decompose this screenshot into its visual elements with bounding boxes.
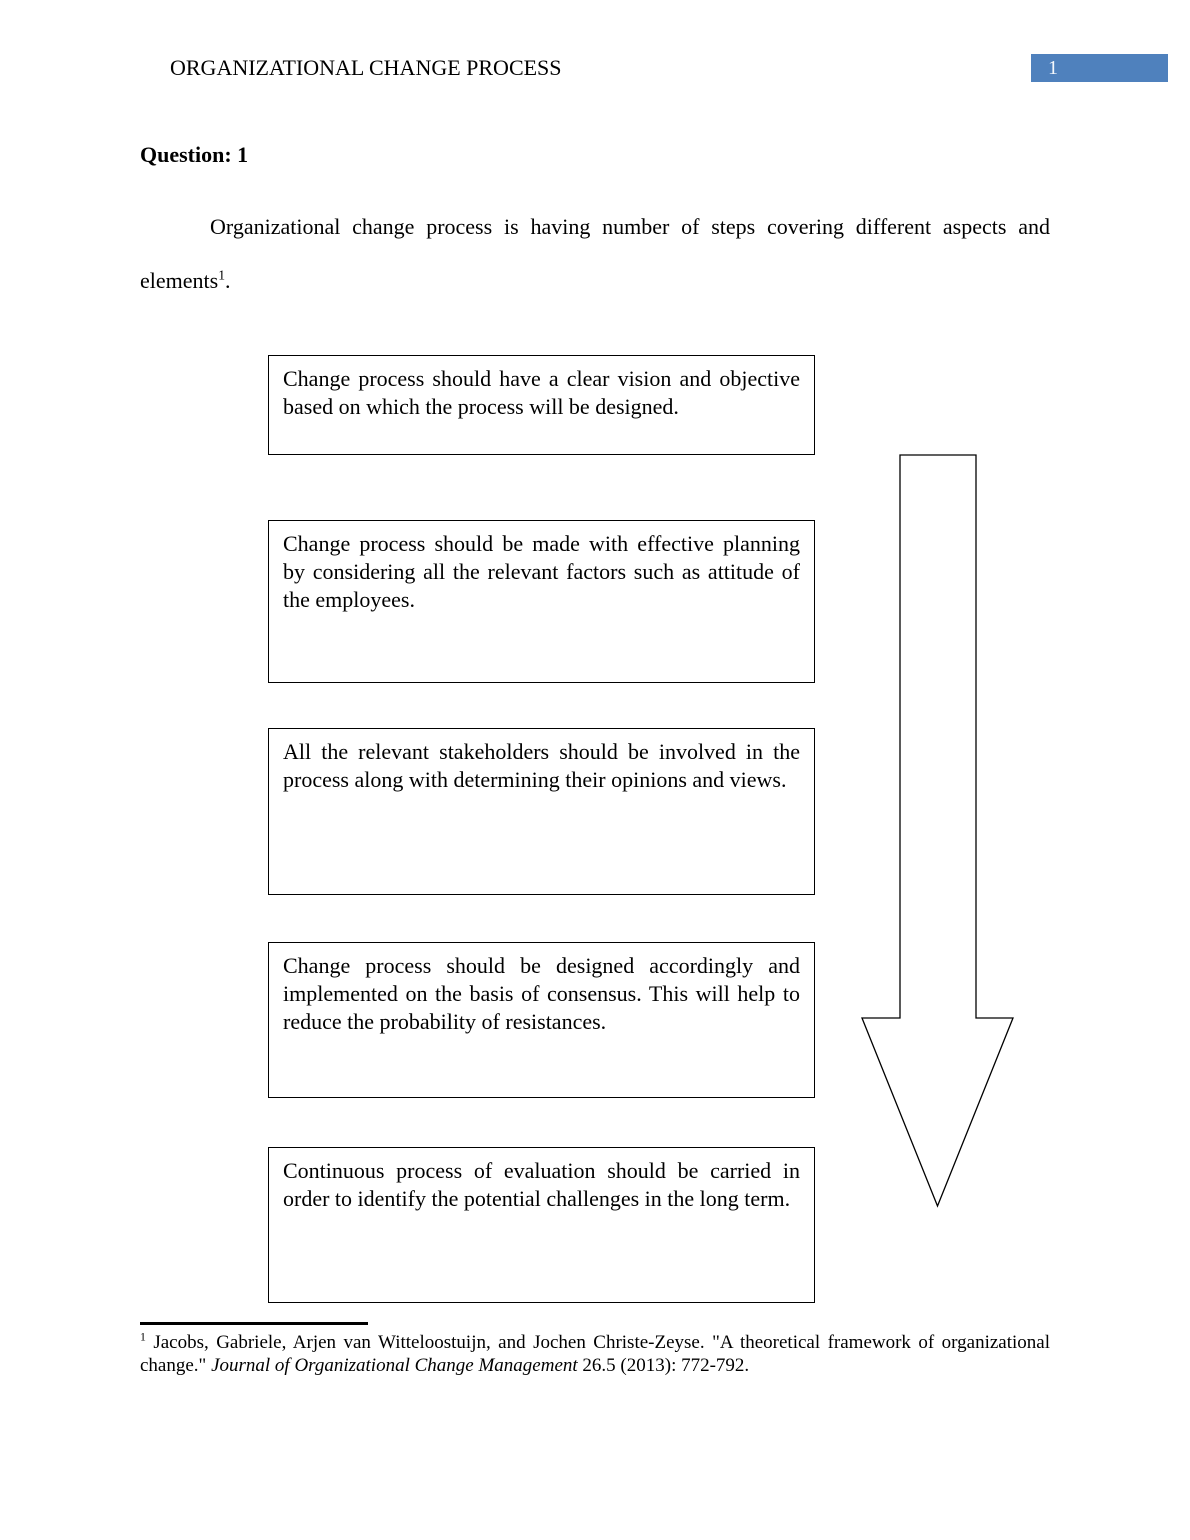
flow-step-box-consensus: Change process should be designed accord… (268, 942, 815, 1098)
footnote-journal-title: Journal of Organizational Change Managem… (211, 1355, 578, 1376)
footnote-citation-start: Jacobs, Gabriele, Arjen van Witteloostui… (140, 1332, 1050, 1376)
intro-period: . (225, 268, 231, 293)
flow-step-box-planning: Change process should be made with effec… (268, 520, 815, 683)
flow-step-box-vision: Change process should have a clear visio… (268, 355, 815, 455)
intro-paragraph-line1: Organizational change process is having … (210, 214, 1050, 239)
running-head-title: ORGANIZATIONAL CHANGE PROCESS (170, 55, 562, 80)
flow-step-box-stakeholders: All the relevant stakeholders should be … (268, 728, 815, 895)
flow-step-box-evaluation: Continuous process of evaluation should … (268, 1147, 815, 1303)
footnote: 1 Jacobs, Gabriele, Arjen van Witteloost… (140, 1331, 1050, 1377)
page-number-badge: 1 (1031, 54, 1168, 82)
page-number: 1 (1048, 57, 1058, 79)
footnote-reference-marker: 1 (218, 267, 226, 283)
footnote-citation-end: 26.5 (2013): 772-792. (577, 1355, 750, 1376)
intro-paragraph-line2: elements1. (140, 267, 231, 295)
intro-word: elements (140, 268, 219, 293)
down-arrow-shape (861, 454, 1014, 1208)
footnote-separator-rule (140, 1322, 368, 1325)
question-heading: Question: 1 (140, 142, 249, 167)
footnote-number: 1 (140, 1330, 146, 1344)
